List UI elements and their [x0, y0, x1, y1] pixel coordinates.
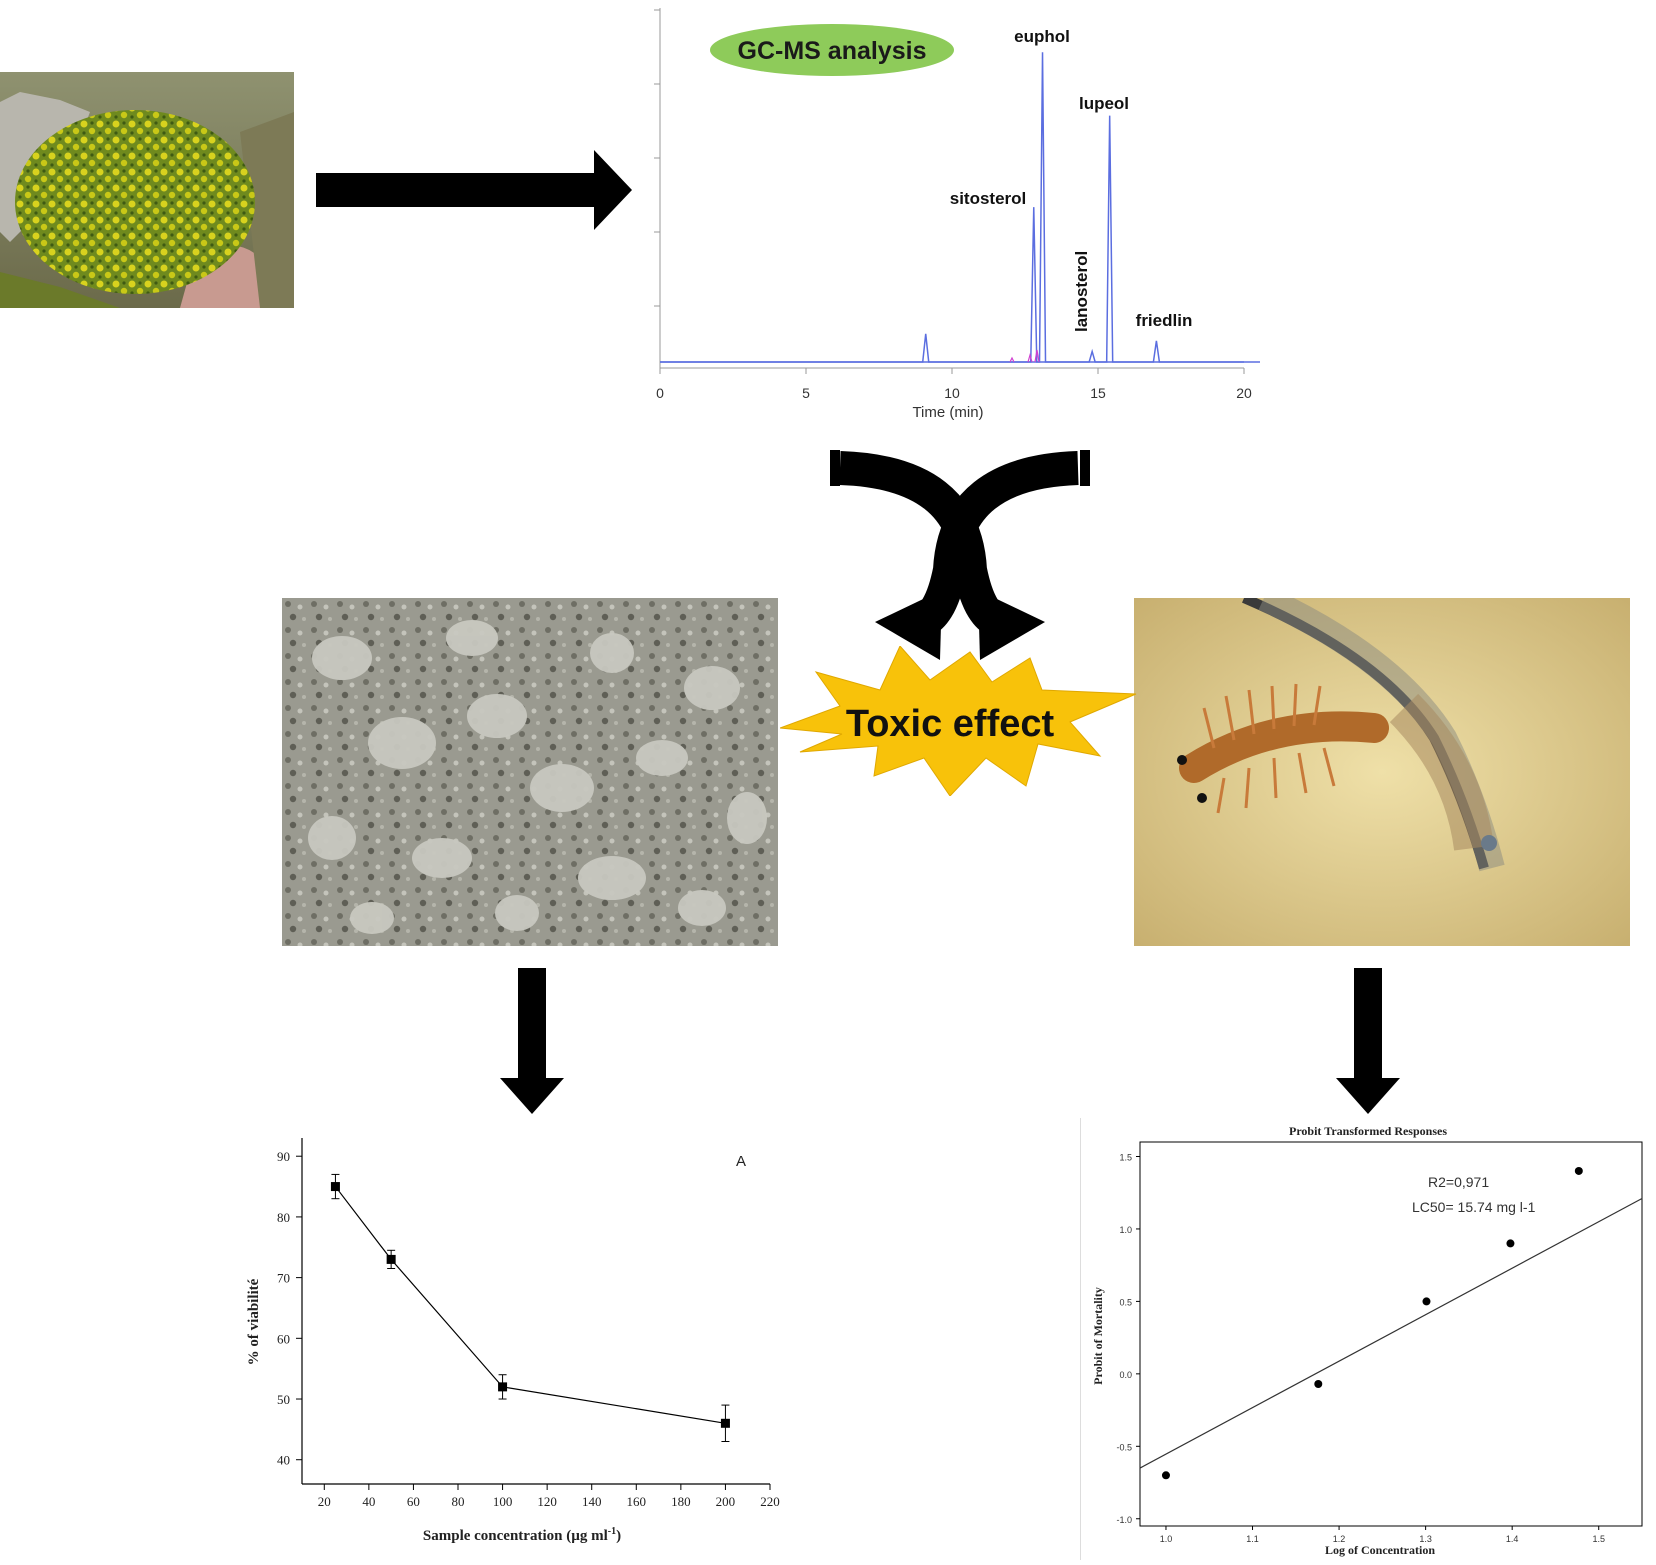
viability-x-tick-label: 180: [671, 1494, 691, 1509]
probit-data-point: [1314, 1379, 1323, 1388]
viability-x-tick-label: 60: [407, 1494, 420, 1509]
probit-y-tick-label: 0.5: [1119, 1297, 1132, 1307]
gcms-x-tick-label: 5: [802, 385, 810, 401]
right-arrow: [316, 150, 632, 230]
viability-y-label: % of viabilité: [246, 1278, 262, 1365]
gcms-x-tick-label: 15: [1090, 385, 1106, 401]
gcms-x-tick-label: 0: [656, 385, 664, 401]
probit-x-tick-label: 1.2: [1333, 1534, 1346, 1544]
viability-y-tick-label: 40: [277, 1453, 290, 1468]
probit-data-point: [1161, 1471, 1170, 1480]
toxic-effect-label: Toxic effect: [846, 703, 1055, 745]
probit-x-tick-label: 1.0: [1160, 1534, 1173, 1544]
viability-data-point: [330, 1182, 340, 1192]
viability-x-tick-label: 100: [493, 1494, 512, 1509]
peak-label-sitosterol: sitosterol: [950, 189, 1027, 208]
gcms-badge: [710, 24, 954, 76]
brine-shrimp-photo: [1134, 586, 1630, 946]
gcms-x-tick-label: 20: [1236, 385, 1252, 401]
probit-data-point: [1574, 1166, 1583, 1175]
probit-fit-line: [1139, 1197, 1643, 1469]
plant-photo: [0, 72, 294, 308]
probit-y-tick-label: 1.5: [1119, 1152, 1132, 1162]
probit-chart: Probit Transformed Responses 1.5 1.0 0.5 0.…: [1079, 1118, 1656, 1560]
viability-x-tick-label: 140: [582, 1494, 602, 1509]
probit-title: Probit Transformed Responses: [1289, 1124, 1447, 1138]
viability-series-line: [334, 1186, 726, 1424]
peak-label-friedlin: friedlin: [1136, 311, 1193, 330]
gcms-x-label: Time (min): [912, 404, 983, 421]
viability-chart: 40 50 60 70 80 90 20 40 60 80 100 120 140 160 180 200 2…: [230, 1130, 790, 1550]
peak-label-lanosterol: lanosterol: [1072, 251, 1091, 332]
probit-y-tick-label: -1.0: [1116, 1515, 1132, 1525]
probit-x-tick-label: 1.4: [1506, 1534, 1519, 1544]
probit-data-point: [1506, 1239, 1515, 1248]
viability-y-tick-label: 90: [277, 1149, 290, 1164]
viability-y-tick-label: 60: [277, 1331, 290, 1346]
gcms-chromatogram: 0 5 10 15 20 GC-MS analysis euphol lupeol si…: [640, 0, 1552, 430]
toxic-effect-burst: Toxic effect: [780, 646, 1137, 796]
crossing-arrows: [830, 450, 1090, 660]
probit-y-label: Probit of Mortality: [1091, 1287, 1105, 1385]
viability-x-tick-label: 160: [627, 1494, 647, 1509]
probit-x-tick-label: 1.3: [1419, 1534, 1432, 1544]
viability-x-tick-label: 120: [537, 1494, 557, 1509]
viability-y-tick-label: 70: [277, 1271, 290, 1286]
viability-data-point: [498, 1382, 508, 1392]
gcms-x-tick-label: 10: [944, 385, 960, 401]
down-arrow-left: [500, 968, 564, 1114]
gcms-badge-text: GC-MS analysis: [738, 37, 927, 65]
viability-data-point: [720, 1418, 730, 1428]
viability-x-tick-label: 200: [716, 1494, 736, 1509]
down-arrow-right: [1336, 968, 1400, 1114]
probit-x-label: Log of Concentration: [1325, 1543, 1435, 1557]
peak-label-lupeol: lupeol: [1079, 94, 1129, 113]
viability-y-tick-label: 80: [277, 1210, 290, 1225]
probit-x-tick-label: 1.5: [1592, 1534, 1605, 1544]
viability-data-point: [386, 1254, 396, 1264]
viability-x-tick-label: 40: [362, 1494, 375, 1509]
probit-data-point: [1422, 1297, 1431, 1306]
viability-x-tick-label: 220: [760, 1494, 780, 1509]
peak-label-euphol: euphol: [1014, 27, 1070, 46]
viability-x-tick-label: 20: [318, 1494, 331, 1509]
panel-letter: A: [736, 1153, 746, 1170]
viability-x-label: Sample concentration (µg ml-1): [423, 1526, 621, 1544]
probit-annotation-r2: R2=0,971: [1428, 1174, 1489, 1190]
viability-x-tick-label: 80: [452, 1494, 465, 1509]
probit-y-tick-label: 0.0: [1119, 1370, 1132, 1380]
probit-annotation-lc50: LC50= 15.74 mg l-1: [1412, 1199, 1536, 1215]
cell-micrograph: [282, 598, 778, 946]
probit-x-tick-label: 1.1: [1246, 1534, 1259, 1544]
probit-y-tick-label: 1.0: [1119, 1225, 1132, 1235]
viability-y-tick-label: 50: [277, 1392, 290, 1407]
probit-y-tick-label: -0.5: [1116, 1442, 1132, 1452]
